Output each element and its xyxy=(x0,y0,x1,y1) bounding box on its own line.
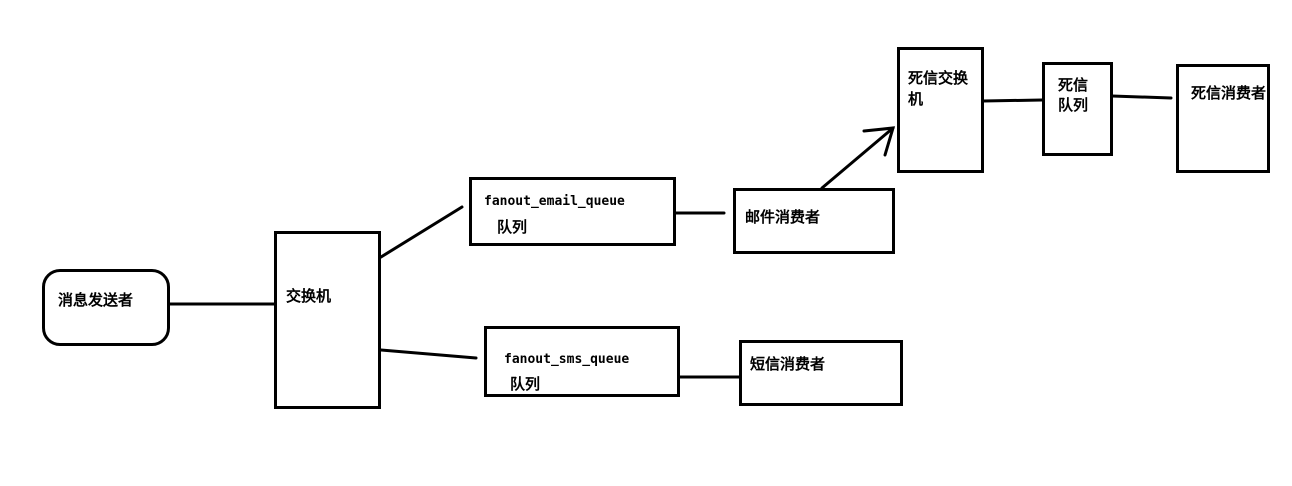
edge-email-consumer-dlx xyxy=(820,126,895,190)
edge-exchange-email-queue xyxy=(379,205,464,259)
dead-letter-exchange-label-line2: 机 xyxy=(908,90,924,108)
dead-letter-consumer-label: 死信消费者 xyxy=(1191,84,1267,102)
dead-letter-queue-node: 死信 队列 xyxy=(1042,62,1113,156)
edge-dlx-dlq xyxy=(981,98,1044,103)
exchange-node: 交换机 xyxy=(274,231,381,409)
dead-letter-exchange-node: 死信交换 机 xyxy=(897,47,984,173)
edge-dlq-dl-consumer xyxy=(1110,94,1173,100)
sender-node: 消息发送者 xyxy=(42,269,170,346)
arrowhead xyxy=(862,126,896,157)
dead-letter-exchange-label-line1: 死信交换 xyxy=(908,69,969,87)
edge-exchange-sms-queue xyxy=(379,348,478,360)
exchange-label: 交换机 xyxy=(286,287,332,305)
dead-letter-consumer-node: 死信消费者 xyxy=(1176,64,1270,173)
sms-queue-name: fanout_sms_queue xyxy=(504,352,630,367)
sms-consumer-node: 短信消费者 xyxy=(739,340,903,406)
email-consumer-label: 邮件消费者 xyxy=(745,208,821,226)
sms-queue-suffix: 队列 xyxy=(510,375,541,393)
sms-consumer-label: 短信消费者 xyxy=(750,355,826,373)
sms-queue-node: fanout_sms_queue 队列 xyxy=(484,326,680,397)
sender-label: 消息发送者 xyxy=(58,291,134,309)
email-queue-suffix: 队列 xyxy=(497,218,528,236)
email-queue-name: fanout_email_queue xyxy=(484,194,625,209)
email-queue-node: fanout_email_queue 队列 xyxy=(469,177,676,246)
email-consumer-node: 邮件消费者 xyxy=(733,188,895,254)
dead-letter-queue-label-line2: 队列 xyxy=(1058,96,1089,114)
dead-letter-queue-label-line1: 死信 xyxy=(1058,76,1089,94)
